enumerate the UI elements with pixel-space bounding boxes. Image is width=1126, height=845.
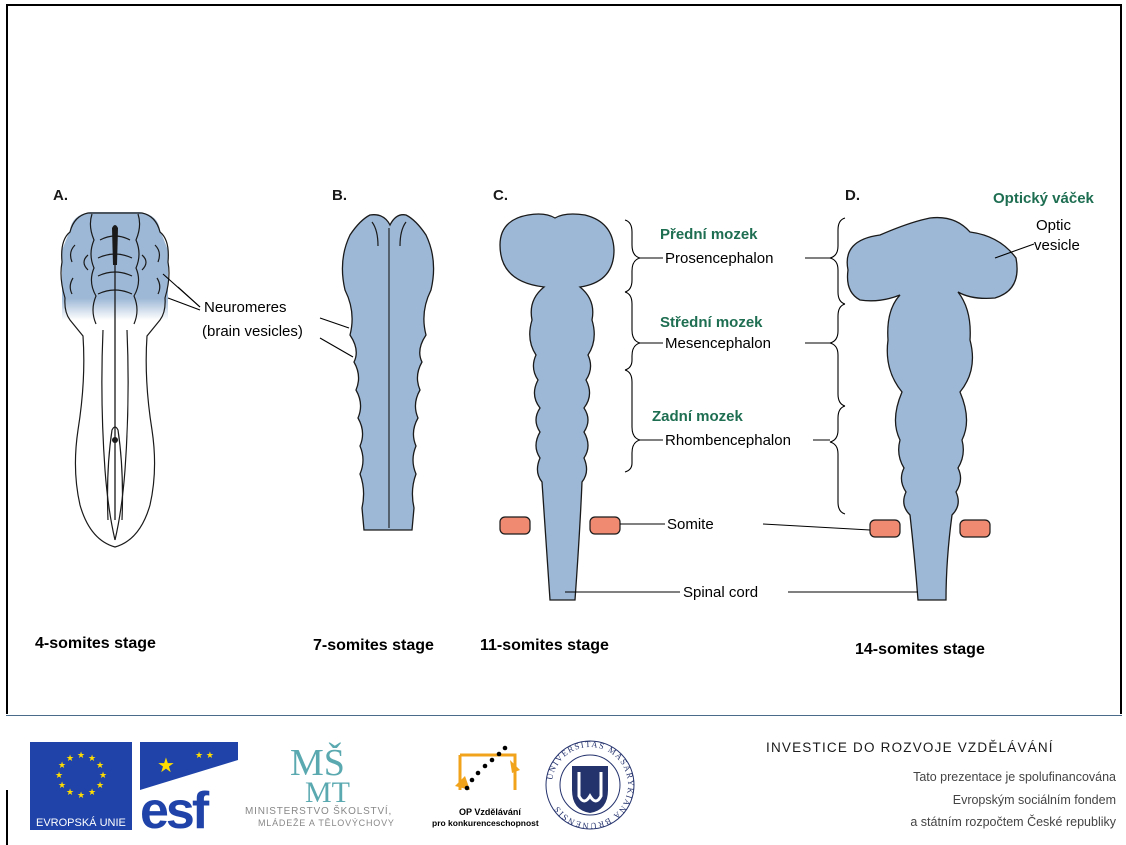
mu-logo: UNIVERSITAS MASARYKIANA BRUNENSIS bbox=[544, 739, 636, 831]
label-neuromeres: Neuromeres bbox=[204, 299, 287, 316]
stage-14-somites: 14-somites stage bbox=[855, 641, 985, 658]
somite-c-left bbox=[500, 517, 530, 534]
op-logo: OP Vzdělávání pro konkurenceschopnost bbox=[432, 746, 539, 828]
eu-text: EVROPSKÁ UNIE bbox=[36, 816, 126, 829]
esf-text: esf bbox=[140, 782, 210, 840]
stage-11-somites: 11-somites stage bbox=[480, 637, 609, 654]
footer-line-2: Evropským sociálním fondem bbox=[953, 793, 1116, 807]
somite-c-right bbox=[590, 517, 620, 534]
svg-text:★: ★ bbox=[66, 788, 74, 798]
label-optic-vesicle-czech: Optický váček bbox=[993, 190, 1095, 207]
svg-text:★: ★ bbox=[88, 788, 96, 798]
embryo-d bbox=[847, 218, 1017, 600]
stage-7-somites: 7-somites stage bbox=[313, 637, 434, 654]
label-zadni-mozek: Zadní mozek bbox=[652, 408, 744, 425]
msmt-text-1: MINISTERSTVO ŠKOLSTVÍ, bbox=[245, 804, 392, 817]
svg-text:★: ★ bbox=[96, 761, 104, 771]
label-vesicle: vesicle bbox=[1034, 237, 1080, 254]
somite-d-left bbox=[870, 520, 900, 537]
label-brain-vesicles: (brain vesicles) bbox=[202, 323, 303, 340]
svg-text:★: ★ bbox=[99, 771, 107, 781]
footer-line-1: Tato prezentace je spolufinancována bbox=[913, 770, 1116, 784]
panel-a-letter: A. bbox=[53, 187, 68, 204]
msmt-logo: MŠ MT MINISTERSTVO ŠKOLSTVÍ, MLÁDEŽE A T… bbox=[245, 742, 395, 828]
svg-text:★: ★ bbox=[58, 781, 66, 791]
svg-text:★: ★ bbox=[77, 751, 85, 761]
svg-text:MT: MT bbox=[305, 776, 350, 809]
label-prosencephalon: Prosencephalon bbox=[665, 250, 773, 267]
svg-text:★ ★: ★ ★ bbox=[195, 751, 214, 761]
footer-line-3: a státním rozpočtem České republiky bbox=[910, 815, 1116, 829]
msmt-text-2: MLÁDEŽE A TĚLOVÝCHOVY bbox=[258, 818, 395, 828]
op-text-1: OP Vzdělávání bbox=[459, 807, 521, 817]
panel-c-letter: C. bbox=[493, 187, 508, 204]
svg-text:★: ★ bbox=[58, 761, 66, 771]
op-text-2: pro konkurenceschopnost bbox=[432, 818, 539, 828]
svg-text:★: ★ bbox=[157, 753, 175, 777]
footer-title: INVESTICE DO ROZVOJE VZDĚLÁVÁNÍ bbox=[766, 740, 1054, 755]
embryo-a bbox=[61, 212, 169, 547]
label-predni-mozek: Přední mozek bbox=[660, 226, 758, 243]
svg-text:★: ★ bbox=[88, 754, 96, 764]
embryo-c bbox=[500, 214, 614, 600]
stage-4-somites: 4-somites stage bbox=[35, 635, 156, 652]
panel-d-letter: D. bbox=[845, 187, 860, 204]
label-optic: Optic bbox=[1036, 217, 1072, 234]
label-spinal-cord: Spinal cord bbox=[683, 584, 758, 601]
label-rhombencephalon: Rhombencephalon bbox=[665, 432, 791, 449]
panel-b-letter: B. bbox=[332, 187, 347, 204]
embryo-b bbox=[342, 215, 433, 530]
label-mesencephalon: Mesencephalon bbox=[665, 335, 771, 352]
svg-text:★: ★ bbox=[96, 781, 104, 791]
svg-text:★: ★ bbox=[66, 754, 74, 764]
esf-logo: ★ ★ ★ esf bbox=[140, 742, 238, 840]
svg-text:★: ★ bbox=[77, 791, 85, 801]
svg-text:★: ★ bbox=[55, 771, 63, 781]
label-somite: Somite bbox=[667, 516, 714, 533]
eu-flag-logo: ★★★ ★★★ ★★★ ★★★ EVROPSKÁ UNIE bbox=[30, 742, 132, 830]
label-stredni-mozek: Střední mozek bbox=[660, 314, 763, 331]
somite-d-right bbox=[960, 520, 990, 537]
